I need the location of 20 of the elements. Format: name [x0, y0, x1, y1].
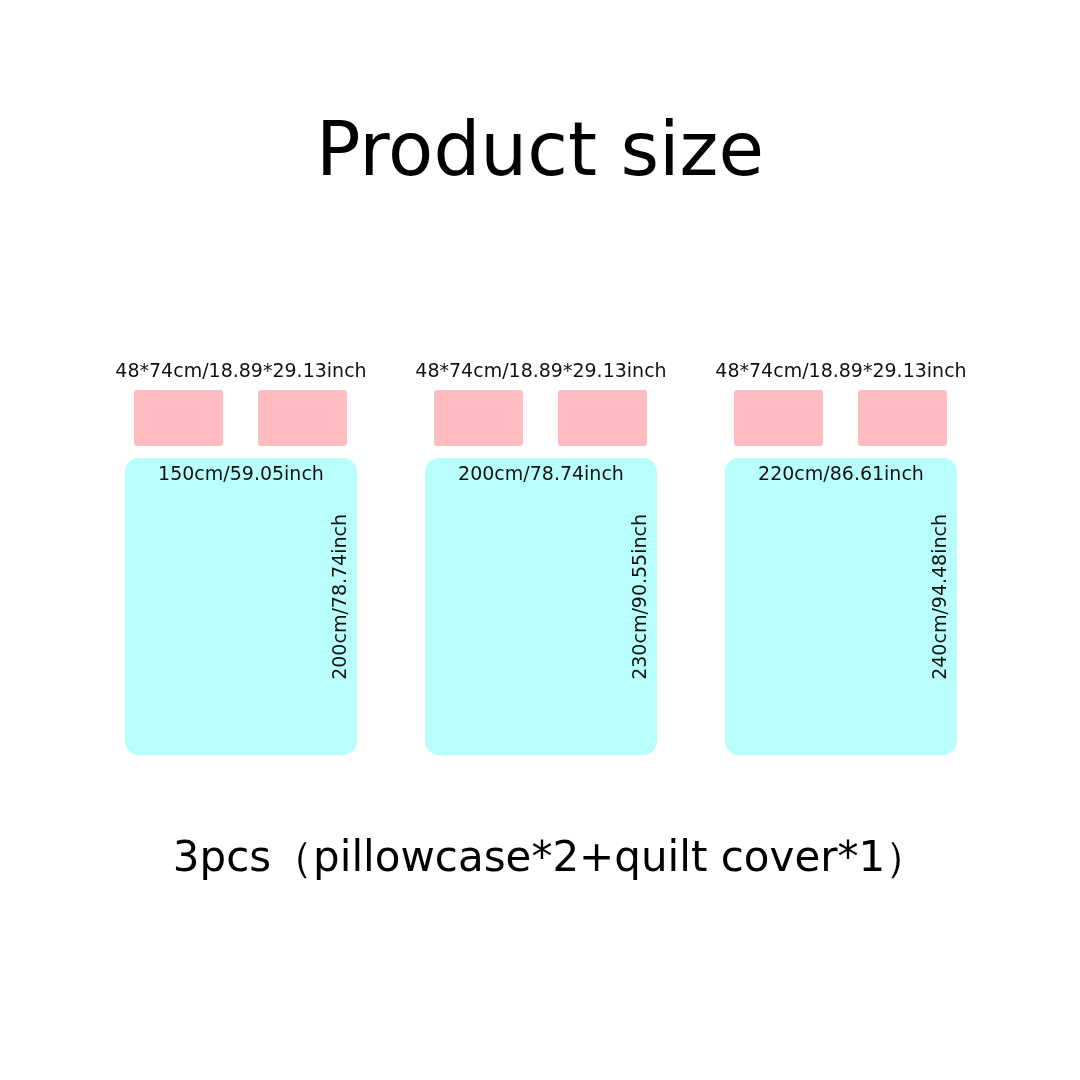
- pillowcase-rect: [858, 390, 947, 446]
- pillowcase-rect: [134, 390, 223, 446]
- width-label: 200cm/78.74inch: [457, 462, 625, 485]
- pillowcase-size-label: 48*74cm/18.89*29.13inch: [414, 359, 668, 382]
- pillowcase-rect: [734, 390, 823, 446]
- quilt-cover-rect: [125, 458, 357, 755]
- width-label: 220cm/86.61inch: [757, 462, 925, 485]
- width-label: 150cm/59.05inch: [157, 462, 325, 485]
- length-label: 230cm/90.55inch: [628, 514, 651, 680]
- pillowcase-rect: [434, 390, 523, 446]
- quilt-cover-rect: [425, 458, 657, 755]
- length-label: 200cm/78.74inch: [328, 514, 351, 680]
- pillowcase-rect: [258, 390, 347, 446]
- caption: 3pcs（pillowcase*2+quilt cover*1）: [171, 836, 929, 878]
- pillowcase-size-label: 48*74cm/18.89*29.13inch: [114, 359, 368, 382]
- quilt-cover-rect: [725, 458, 957, 755]
- pillowcase-size-label: 48*74cm/18.89*29.13inch: [714, 359, 968, 382]
- pillowcase-rect: [558, 390, 647, 446]
- length-label: 240cm/94.48inch: [928, 514, 951, 680]
- title: Product size: [315, 112, 765, 186]
